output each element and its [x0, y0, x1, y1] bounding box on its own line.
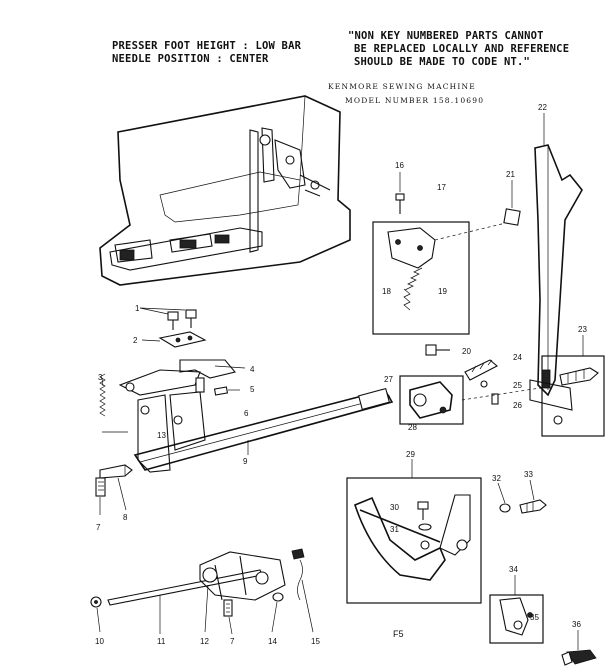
- lower-assembly: [90, 548, 305, 617]
- callout-11: 11: [157, 637, 166, 646]
- parts-notice-line1: "NON KEY NUMBERED PARTS CANNOT: [348, 30, 544, 42]
- callout-8: 8: [123, 513, 128, 522]
- callout-19: 19: [438, 287, 447, 296]
- sewing-machine-outline: [99, 95, 351, 286]
- callout-17: 17: [437, 183, 446, 192]
- callout-29: 29: [406, 450, 415, 459]
- part-box-29: [346, 477, 547, 604]
- model-number: MODEL NUMBER 158.10690: [345, 96, 485, 105]
- part-box-27: [399, 344, 541, 425]
- callout-12: 12: [200, 637, 209, 646]
- callout-6: 6: [244, 409, 249, 418]
- figure-code: F5: [393, 629, 404, 639]
- callout-18: 18: [382, 287, 391, 296]
- callout-25: 25: [513, 381, 522, 390]
- needle-position-note: NEEDLE POSITION : CENTER: [112, 53, 269, 65]
- part-box-34: [489, 594, 597, 666]
- presser-foot-lever-assembly: [99, 307, 246, 417]
- callout-26: 26: [513, 401, 522, 410]
- presser-bar: [95, 377, 394, 497]
- callout-13: 13: [157, 431, 166, 440]
- callout-1: 1: [135, 304, 140, 313]
- callout-16: 16: [395, 161, 404, 170]
- needle-bar-22: [529, 144, 583, 411]
- part-box-23: [541, 355, 605, 437]
- callout-3: 3: [98, 373, 103, 382]
- callout-7a: 7: [96, 523, 101, 532]
- callout-leaders: [96, 113, 584, 650]
- callout-33: 33: [524, 470, 533, 479]
- callout-34: 34: [509, 565, 518, 574]
- callout-5: 5: [250, 385, 255, 394]
- callout-4: 4: [250, 365, 255, 374]
- callout-24: 24: [513, 353, 522, 362]
- callout-21: 21: [506, 170, 515, 179]
- part-box-17: [372, 193, 521, 335]
- callout-31: 31: [390, 525, 399, 534]
- callout-28: 28: [408, 423, 417, 432]
- callout-36: 36: [572, 620, 581, 629]
- callout-35: 35: [530, 613, 539, 622]
- callout-27: 27: [384, 375, 393, 384]
- callout-2: 2: [133, 336, 138, 345]
- callout-10: 10: [95, 637, 104, 646]
- presser-foot-height-note: PRESSER FOOT HEIGHT : LOW BAR: [112, 40, 302, 52]
- parts-notice-line2: BE REPLACED LOCALLY AND REFERENCE: [354, 43, 570, 55]
- callout-20: 20: [462, 347, 471, 356]
- callout-9: 9: [243, 457, 248, 466]
- callout-22: 22: [538, 103, 547, 112]
- callout-14: 14: [268, 637, 277, 646]
- callout-32: 32: [492, 474, 501, 483]
- callout-15: 15: [311, 637, 320, 646]
- callout-23: 23: [578, 325, 587, 334]
- parts-notice-line3: SHOULD BE MADE TO CODE NT.": [354, 56, 531, 68]
- callout-7b: 7: [230, 637, 235, 646]
- callout-30: 30: [390, 503, 399, 512]
- machine-name: KENMORE SEWING MACHINE: [328, 82, 476, 91]
